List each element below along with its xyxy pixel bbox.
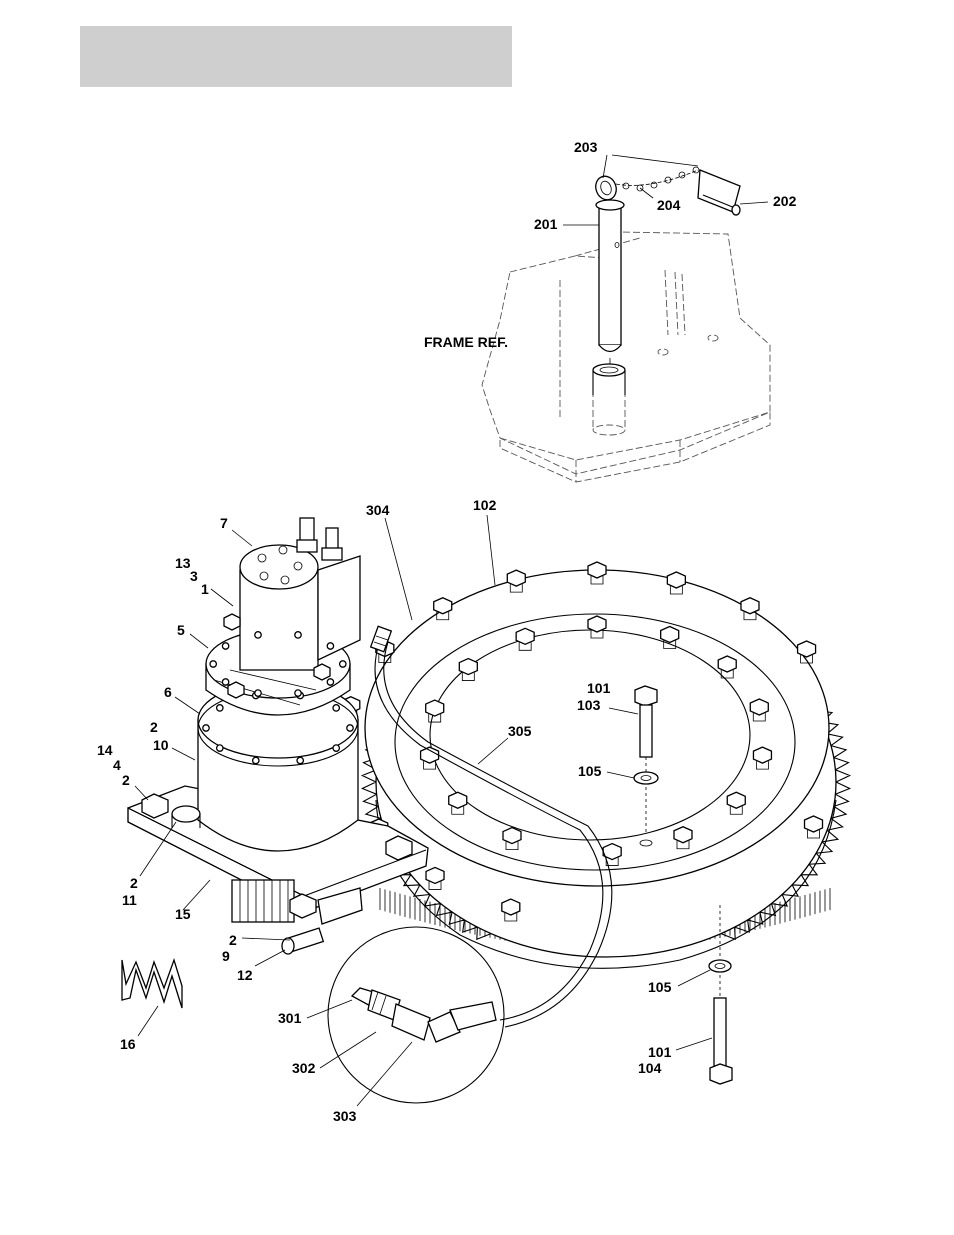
ring-bolt-head bbox=[503, 828, 521, 844]
ring-bolt-head bbox=[434, 598, 452, 614]
housing-bolt bbox=[222, 643, 228, 649]
housing-bolt bbox=[203, 725, 209, 731]
callout-10: 10 bbox=[153, 737, 169, 753]
callout-105-a: 105 bbox=[578, 763, 602, 779]
callout-13: 13 bbox=[175, 555, 191, 571]
frame-ref-label: FRAME REF. bbox=[424, 334, 508, 350]
housing-bolt bbox=[217, 705, 223, 711]
callout-105-b: 105 bbox=[648, 979, 672, 995]
callout-104: 104 bbox=[638, 1060, 662, 1076]
housing-bolt bbox=[255, 690, 261, 696]
callout-203: 203 bbox=[574, 139, 598, 155]
ring-bolt-head bbox=[426, 867, 444, 883]
ring-bolt-head bbox=[753, 747, 771, 763]
housing-bolt bbox=[295, 690, 301, 696]
callout-7: 7 bbox=[220, 515, 228, 531]
pin-ring-203 bbox=[592, 173, 619, 202]
callout-12: 12 bbox=[237, 967, 253, 983]
ring-bolt-head bbox=[798, 641, 816, 657]
ring-bolt-head bbox=[805, 816, 823, 832]
callout-2-a: 2 bbox=[150, 719, 158, 735]
callout-2-b: 2 bbox=[122, 772, 130, 788]
callout-101-a: 101 bbox=[587, 680, 611, 696]
callout-302: 302 bbox=[292, 1060, 316, 1076]
housing-bolt bbox=[295, 632, 301, 638]
housing-bolt bbox=[340, 661, 346, 667]
callout-304: 304 bbox=[366, 502, 390, 518]
callout-2-d: 2 bbox=[229, 932, 237, 948]
callout-2-c: 2 bbox=[130, 875, 138, 891]
washer-105-upper bbox=[634, 772, 658, 784]
ring-bolt-head bbox=[588, 616, 606, 632]
housing-bolt bbox=[210, 661, 216, 667]
ring-bolt-head bbox=[674, 827, 692, 843]
callout-202: 202 bbox=[773, 193, 797, 209]
callout-9: 9 bbox=[222, 948, 230, 964]
housing-bolt bbox=[222, 679, 228, 685]
callout-15: 15 bbox=[175, 906, 191, 922]
housing-bolt bbox=[327, 643, 333, 649]
callout-204: 204 bbox=[657, 197, 681, 213]
callout-14: 14 bbox=[97, 742, 113, 758]
housing-bolt bbox=[217, 745, 223, 751]
callout-4: 4 bbox=[113, 757, 121, 773]
ring-bolt-head bbox=[661, 626, 679, 642]
housing-bolt bbox=[327, 679, 333, 685]
callout-11: 11 bbox=[122, 892, 137, 908]
ring-bolt-head bbox=[667, 572, 685, 588]
housing-bolt bbox=[347, 725, 353, 731]
callout-5: 5 bbox=[177, 622, 185, 638]
ring-bolt-head bbox=[449, 792, 467, 808]
housing-bolt bbox=[255, 632, 261, 638]
callout-16: 16 bbox=[120, 1036, 136, 1052]
chain-204 bbox=[616, 167, 699, 191]
callout-101-b: 101 bbox=[648, 1044, 672, 1060]
frame-reference-outline bbox=[482, 232, 770, 482]
callout-301: 301 bbox=[278, 1010, 302, 1026]
callout-3: 3 bbox=[190, 568, 198, 584]
shim-16 bbox=[122, 960, 182, 1008]
ring-bolt-head bbox=[426, 700, 444, 716]
frame-pin-201 bbox=[596, 200, 624, 364]
ring-bolt-head bbox=[421, 747, 439, 763]
callout-305: 305 bbox=[508, 723, 532, 739]
ring-bolt-head bbox=[507, 570, 525, 586]
ring-bolt-head bbox=[516, 628, 534, 644]
ring-bolt-head bbox=[502, 899, 520, 915]
flange-bolt-head bbox=[314, 664, 330, 680]
ring-bolt-head bbox=[741, 598, 759, 614]
housing-bolt bbox=[253, 757, 259, 763]
frame-bushing bbox=[593, 364, 625, 395]
ring-bolt-head bbox=[588, 562, 606, 578]
lynch-pin-202 bbox=[698, 170, 740, 215]
callout-6: 6 bbox=[164, 684, 172, 700]
callout-102: 102 bbox=[473, 497, 497, 513]
callout-1: 1 bbox=[201, 581, 209, 597]
flange-bolt-head bbox=[224, 614, 240, 630]
ring-bolt-head bbox=[459, 659, 477, 675]
bolt-101-104 bbox=[710, 975, 732, 1084]
callout-103: 103 bbox=[577, 697, 601, 713]
ring-bolt-head bbox=[750, 699, 768, 715]
flange-bolt-head bbox=[228, 682, 244, 698]
housing-bolt bbox=[297, 757, 303, 763]
callout-303: 303 bbox=[333, 1108, 357, 1124]
callout-201: 201 bbox=[534, 216, 558, 232]
housing-bolt bbox=[333, 745, 339, 751]
ring-bolt-head bbox=[718, 656, 736, 672]
housing-bolt bbox=[333, 705, 339, 711]
ring-bolt-head bbox=[727, 792, 745, 808]
pinion-gear bbox=[232, 880, 294, 922]
